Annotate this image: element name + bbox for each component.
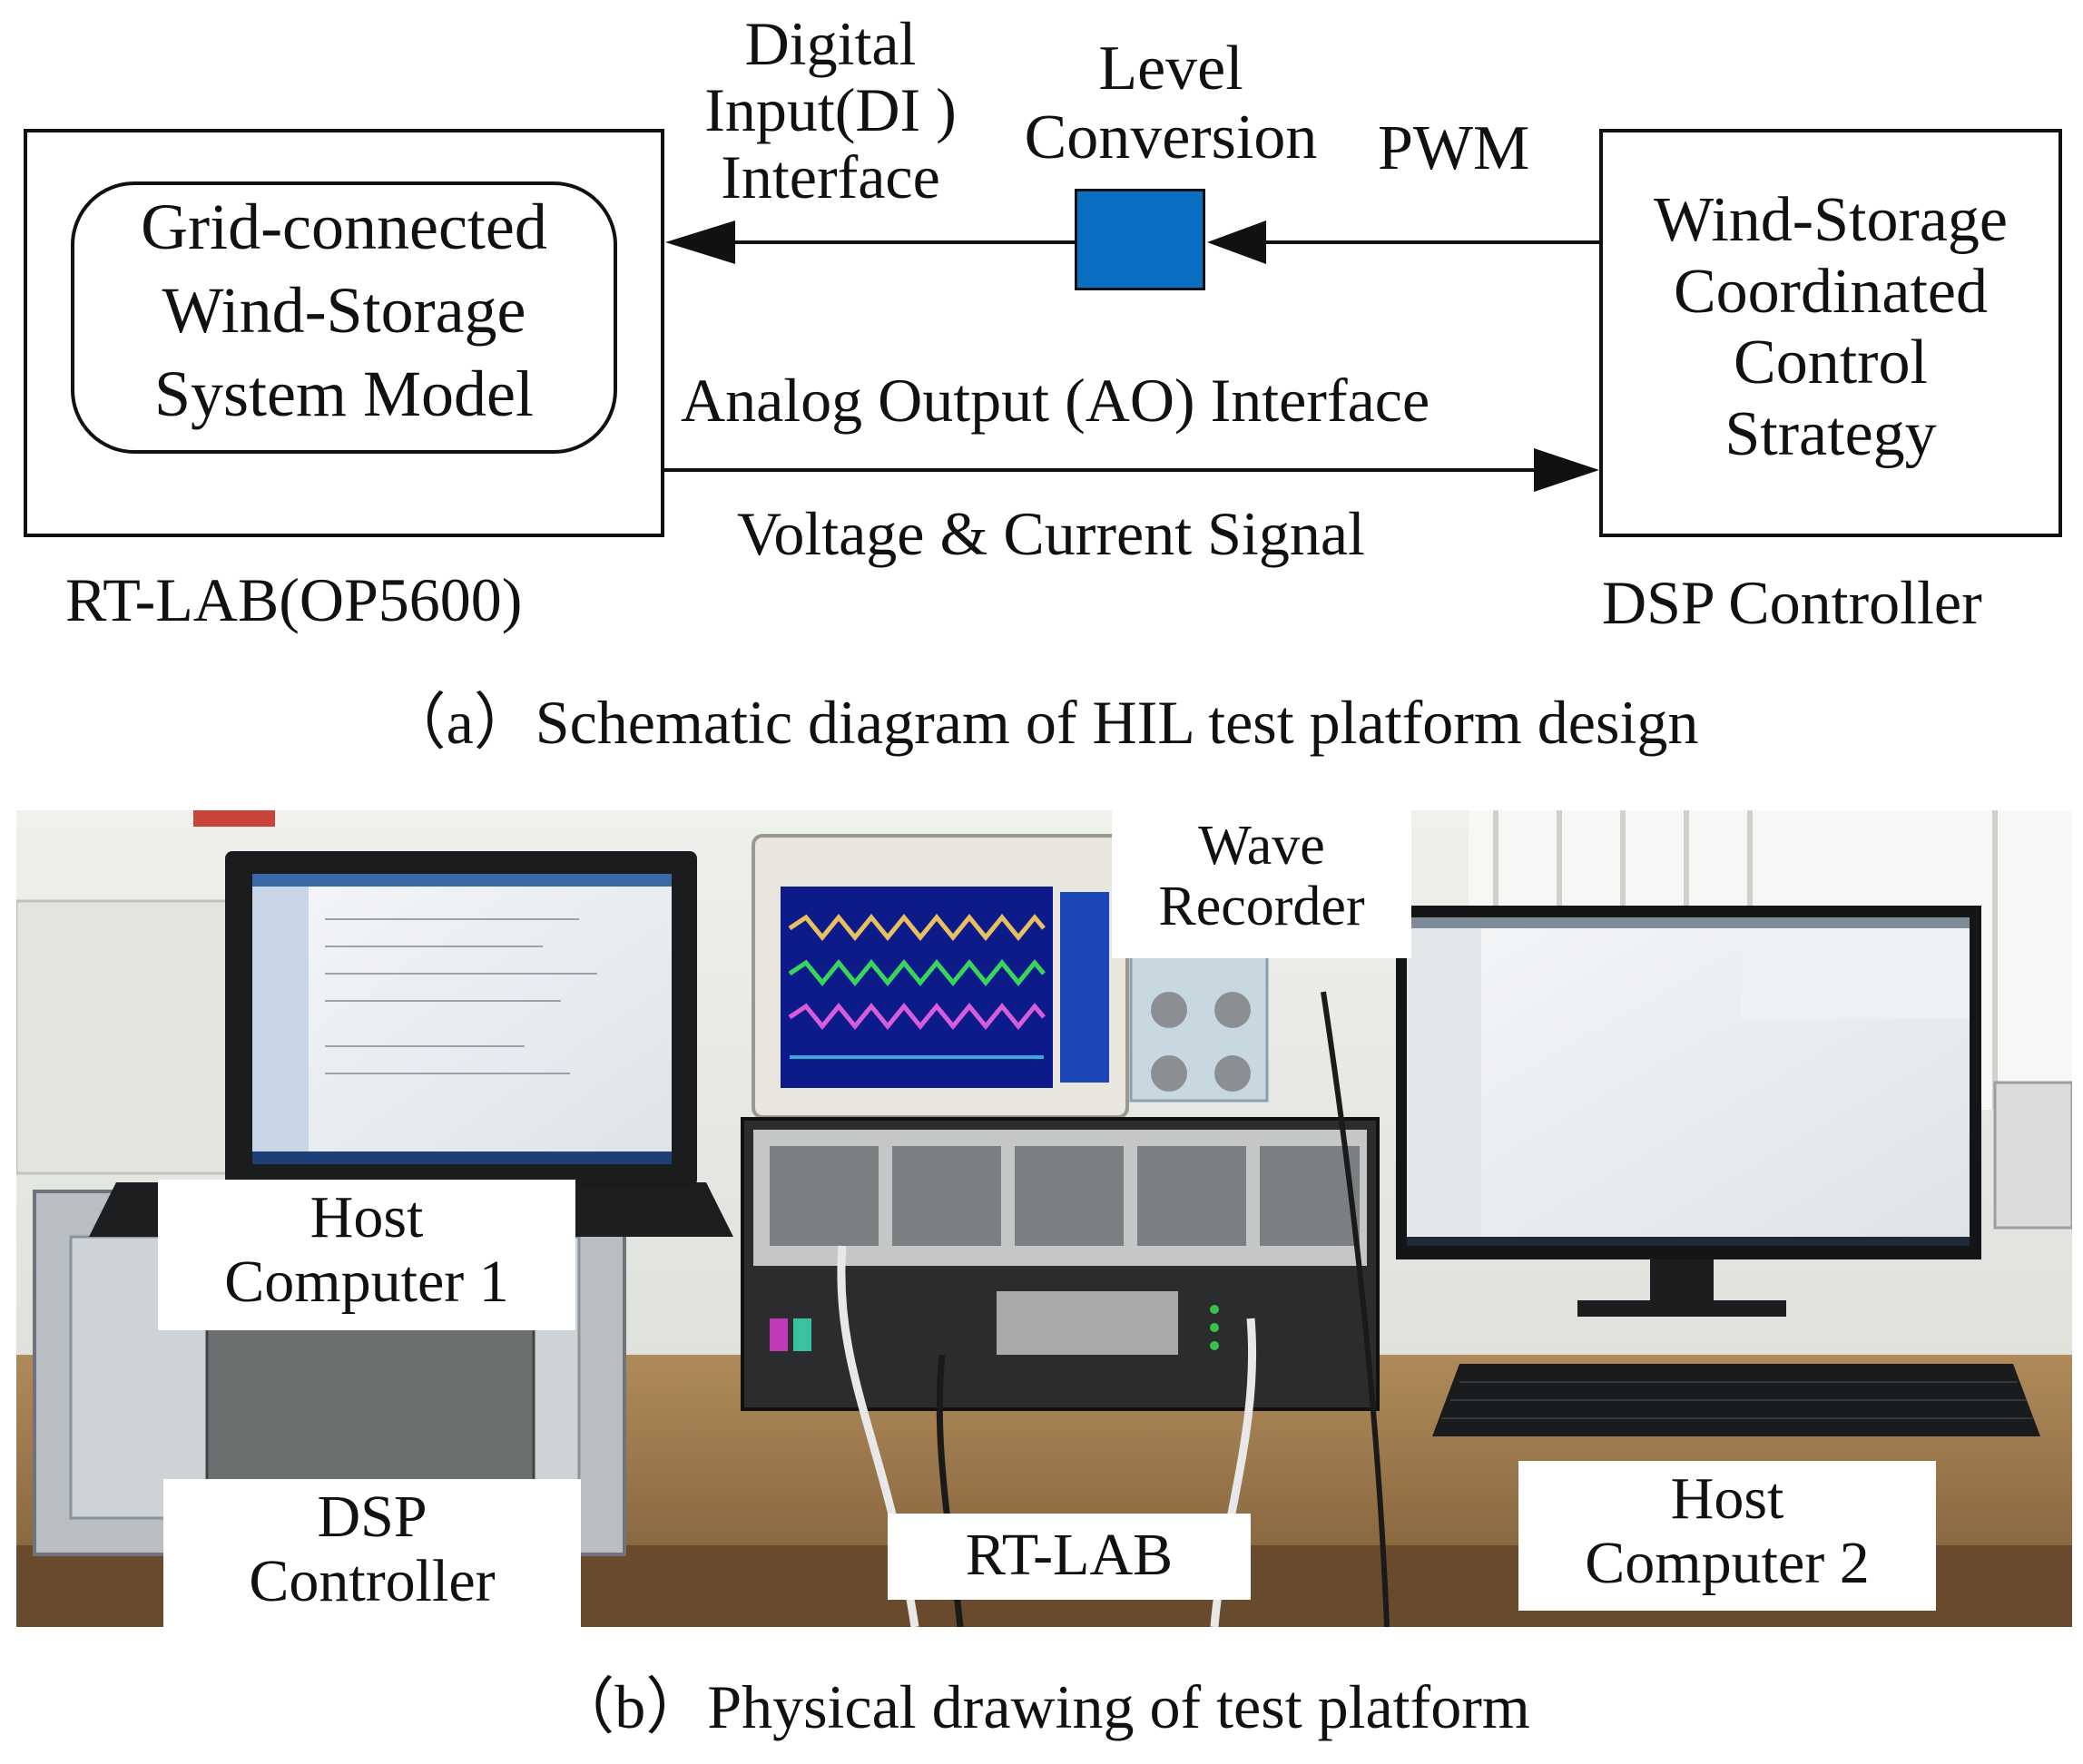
dsp-block [1599, 129, 2062, 537]
model-line-2: Wind-Storage [162, 273, 526, 347]
di-line-3: Interface [721, 142, 940, 211]
oscilloscope-screen [781, 887, 1053, 1088]
caption-a: （a）Schematic diagram of HIL test platfor… [384, 688, 1699, 757]
host2-line-1: Host [1670, 1465, 1784, 1532]
level-line-2: Conversion [1024, 102, 1318, 172]
wave-recorder-callout: Wave Recorder [1112, 810, 1411, 958]
strategy-line-1: Wind-Storage [1654, 185, 2008, 255]
level-conversion-label: Level Conversion [980, 34, 1361, 172]
pwm-label: PWM [1378, 113, 1530, 183]
strategy-line-2: Coordinated [1673, 256, 1989, 327]
level-conversion-block [1075, 189, 1205, 290]
rtlab-callout: RT-LAB [888, 1514, 1251, 1600]
dsp-callout-line-2: Controller [249, 1548, 496, 1615]
laptop-screen [252, 874, 672, 1164]
wall-shelf [16, 899, 236, 1175]
model-label: Grid-connected Wind-Storage System Model [71, 191, 617, 430]
model-line-3: System Model [153, 357, 534, 430]
rtlab-callout-text: RT-LAB [965, 1522, 1174, 1588]
test-platform-photo: Wave Recorder Host Computer 1 DSP Contro… [16, 810, 2072, 1627]
wave-recorder-line-1: Wave [1198, 815, 1325, 877]
model-line-1: Grid-connected [141, 191, 547, 263]
di-line-2: Input(DI ) [704, 75, 957, 145]
ao-arrowhead [1534, 448, 1599, 492]
dsp-callout-line-1: DSP [317, 1484, 427, 1550]
level-line-1: Level [1098, 34, 1243, 103]
strategy-line-3: Control [1734, 328, 1928, 398]
voltage-current-label: Voltage & Current Signal [737, 499, 1365, 568]
dsp-controller-callout: DSP Controller [163, 1479, 581, 1627]
caption-b: （b）Physical drawing of test platform [553, 1672, 1530, 1741]
rtlab-label: RT-LAB(OP5600) [65, 565, 523, 634]
signal-arrows [664, 220, 1599, 492]
red-sign [193, 810, 275, 827]
printer [1993, 1081, 2072, 1230]
host2-line-2: Computer 2 [1585, 1530, 1870, 1597]
ao-interface-label: Analog Output (AO) Interface [681, 366, 1430, 435]
wind-storage-model-block [71, 181, 617, 454]
dsp-controller-label: DSP Controller [1602, 568, 1982, 637]
di-interface-label: Digital Input(DI ) Interface [635, 9, 1026, 211]
host1-line-2: Computer 1 [224, 1249, 509, 1316]
strategy-line-4: Strategy [1724, 398, 1937, 469]
host1-line-1: Host [310, 1184, 424, 1250]
host-computer-1-callout: Host Computer 1 [158, 1180, 575, 1330]
di-arrowhead [665, 220, 735, 264]
host-computer-2-callout: Host Computer 2 [1518, 1461, 1936, 1611]
pwm-arrowhead [1207, 220, 1266, 264]
di-line-1: Digital [744, 9, 917, 78]
wave-recorder-line-2: Recorder [1158, 875, 1365, 937]
strategy-label: Wind-Storage Coordinated Control Strateg… [1599, 186, 2062, 468]
